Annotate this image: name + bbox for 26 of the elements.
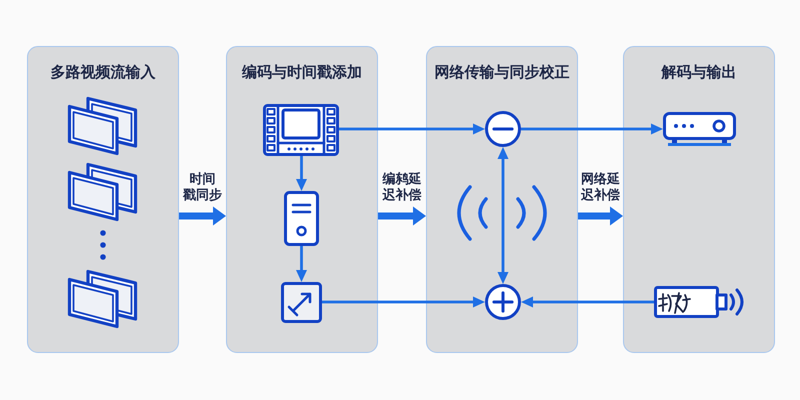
panel-title: 解码与输出 [662,63,736,81]
projector-icon [663,112,736,146]
thick-arrow [378,206,426,226]
minus-circle [485,111,521,147]
arrow [521,124,663,134]
arrow [322,296,485,308]
stage-panel [623,46,775,353]
arrow [498,147,508,284]
panel-title: 多路视频流输入 [50,63,156,81]
edge-label: 网络延迟补偿 [580,172,621,204]
panel-title: 编码与时间戳添加 [242,63,362,81]
thick-arrow [578,206,623,226]
battery-signal-icon [654,286,744,318]
stage-panel [226,46,378,353]
arrow [296,156,307,191]
arrow [521,296,654,308]
edge-label: 编鸫延迟补偿 [382,172,422,204]
arrow [339,124,485,134]
thick-arrow [179,206,226,226]
edge-label: 时间戳同步 [182,172,223,204]
plus-circle [485,284,521,320]
panel-title: 网络传输与同步校正 [434,63,570,81]
arrow [296,246,307,282]
computer-tower-icon [284,191,319,246]
stage-panel [426,46,578,353]
film-screen-icon [263,104,339,156]
